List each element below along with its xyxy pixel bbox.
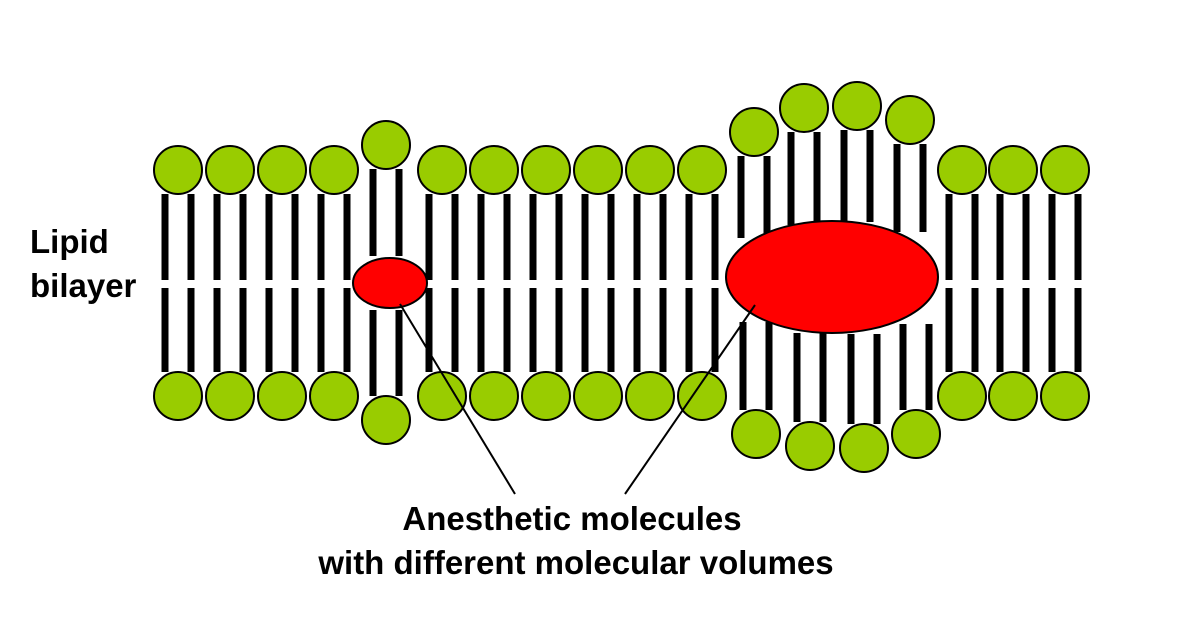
lipid-head: [937, 371, 987, 421]
lipid-head: [839, 423, 889, 473]
lipid-head: [469, 145, 519, 195]
lipid-head: [729, 107, 779, 157]
lipid-head: [988, 371, 1038, 421]
lipid-head: [417, 145, 467, 195]
lipid-head: [205, 145, 255, 195]
lipid-head: [785, 421, 835, 471]
lipid-tails: [161, 130, 1082, 424]
small-anesthetic-molecule: [352, 257, 428, 309]
lipid-head: [521, 145, 571, 195]
bilayer-label-line2: bilayer: [30, 267, 137, 304]
lipid-head: [469, 371, 519, 421]
pointer-line-large-molecule: [624, 304, 756, 495]
lipid-head: [731, 409, 781, 459]
lipid-head: [988, 145, 1038, 195]
lipid-head: [677, 145, 727, 195]
lipid-head: [573, 371, 623, 421]
lipid-head: [417, 371, 467, 421]
lipid-head: [625, 371, 675, 421]
caption-line1: Anesthetic molecules: [402, 500, 741, 537]
large-anesthetic-molecule: [725, 220, 939, 334]
lipid-head: [1040, 145, 1090, 195]
lipid-head: [521, 371, 571, 421]
lipid-head: [1040, 371, 1090, 421]
lipid-heads: [153, 81, 1090, 473]
lipid-head: [937, 145, 987, 195]
lipid-head: [885, 95, 935, 145]
lipid-head: [153, 371, 203, 421]
lipid-head: [573, 145, 623, 195]
lipid-head: [153, 145, 203, 195]
lipid-head: [779, 83, 829, 133]
lipid-head: [309, 371, 359, 421]
lipid-head: [677, 371, 727, 421]
lipid-head: [361, 395, 411, 445]
lipid-head: [891, 409, 941, 459]
lipid-head: [625, 145, 675, 195]
lipid-head: [309, 145, 359, 195]
caption-line2: with different molecular volumes: [317, 544, 833, 581]
lipid-head: [832, 81, 882, 131]
lipid-head: [257, 145, 307, 195]
lipid-head: [205, 371, 255, 421]
lipid-head: [257, 371, 307, 421]
pointer-line-small-molecule: [399, 303, 516, 495]
bilayer-label-line1: Lipid: [30, 223, 109, 260]
lipid-head: [361, 120, 411, 170]
